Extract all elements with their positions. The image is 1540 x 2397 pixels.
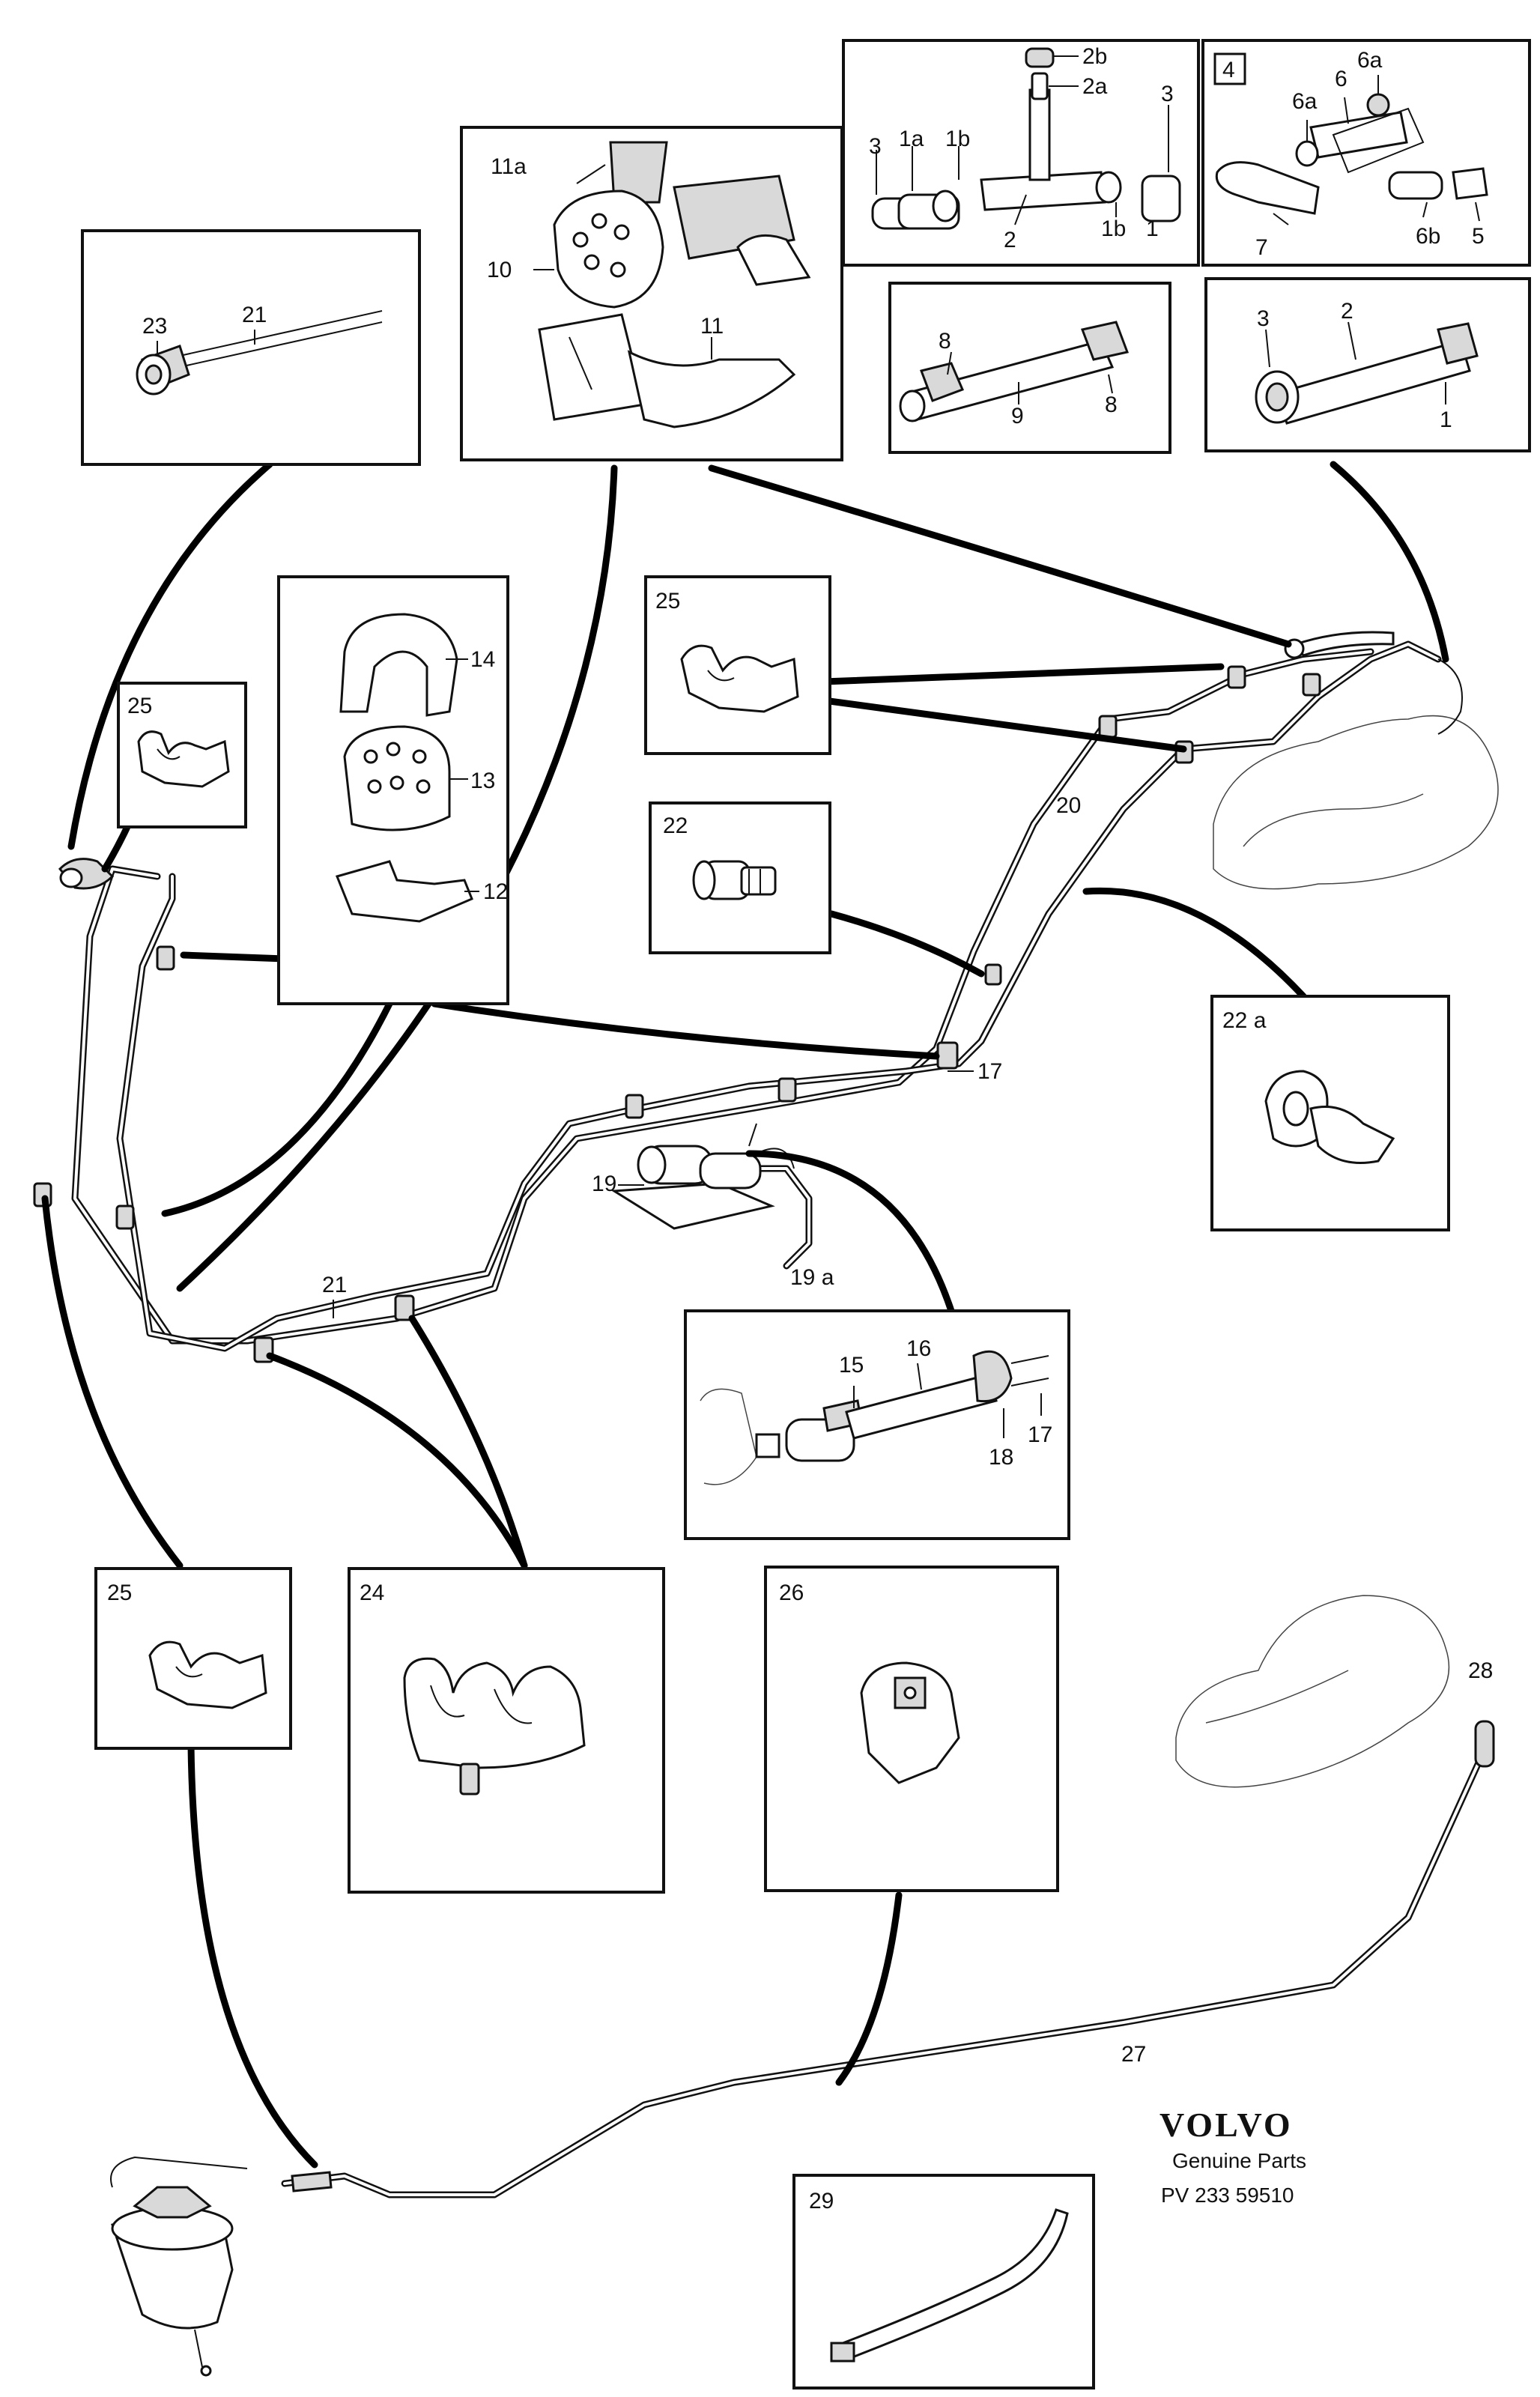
label-3-right: 3	[1161, 82, 1174, 106]
label-14: 14	[470, 647, 495, 672]
label-25-center: 25	[655, 589, 680, 613]
label-3-joint: 3	[1257, 306, 1270, 331]
label-3-left: 3	[869, 134, 882, 159]
label-6b: 6b	[1416, 224, 1440, 249]
label-2b: 2b	[1082, 44, 1107, 69]
label-26: 26	[779, 1581, 804, 1605]
label-11a: 11a	[491, 154, 527, 179]
detail-box-22: 22	[649, 801, 831, 954]
main-labels: 20 17 19 19 a 21 27 28	[322, 793, 1493, 2067]
detail-box-25-bottom: 25	[94, 1567, 292, 1750]
label-22a: 22 a	[1222, 1008, 1267, 1033]
label-1a: 1a	[899, 127, 924, 151]
detail-box-15-18: 15 16 18 17	[684, 1309, 1070, 1540]
label-22: 22	[663, 813, 688, 838]
label-8-right: 8	[1105, 393, 1118, 417]
label-1b-bottom: 1b	[1101, 216, 1126, 241]
detail-box-8-9: 8 9 8	[888, 282, 1171, 454]
brand-name: VOLVO	[1159, 2106, 1293, 2144]
detail-box-25-left: 25	[117, 682, 247, 828]
detail-box-29: 29	[792, 2174, 1095, 2390]
label-2: 2	[1004, 228, 1016, 252]
label-17-box: 17	[1028, 1422, 1052, 1447]
label-12: 12	[483, 879, 508, 904]
label-4: 4	[1222, 58, 1235, 82]
label-8-left: 8	[939, 329, 951, 354]
fuel-filter-assembly	[610, 1123, 795, 1230]
label-1: 1	[1146, 216, 1159, 241]
label-6a-left: 6a	[1292, 89, 1318, 114]
label-18: 18	[989, 1445, 1013, 1470]
label-24: 24	[360, 1581, 384, 1605]
label-15: 15	[839, 1353, 864, 1378]
label-25-left: 25	[127, 694, 152, 718]
detail-box-23-21: 23 21	[81, 229, 421, 466]
detail-box-1-2-3: 2b 2a 3 1a 1b 2 1b 1 3	[842, 39, 1200, 267]
detail-box-12-13-14: 14 13 12	[277, 575, 509, 1005]
label-16: 16	[906, 1336, 931, 1361]
detail-box-25-center: 25	[644, 575, 831, 755]
label-21: 21	[242, 303, 267, 327]
detail-box-22a: 22 a	[1210, 995, 1450, 1231]
label-6: 6	[1335, 67, 1348, 91]
label-29: 29	[809, 2189, 834, 2213]
detail-box-4-5-6-7: 4 6 6a 6a 7 6b 5	[1201, 39, 1531, 267]
line-clips	[33, 665, 1321, 1363]
brand-tagline: Genuine Parts	[1172, 2149, 1306, 2172]
label-25-bottom: 25	[107, 1581, 132, 1605]
label-5: 5	[1472, 224, 1485, 249]
label-20: 20	[1056, 793, 1081, 818]
detail-box-24: 24	[348, 1567, 665, 1894]
fuel-tank-outline	[1175, 1595, 1495, 1788]
label-9: 9	[1011, 404, 1024, 428]
label-1b-top: 1b	[945, 127, 970, 151]
engine-outline	[1213, 631, 1499, 890]
label-2a: 2a	[1082, 74, 1108, 99]
label-13: 13	[470, 769, 495, 793]
label-23: 23	[142, 314, 167, 339]
brand-block: VOLVO Genuine Parts PV 233 59510	[1159, 2106, 1306, 2207]
part-number: PV 233 59510	[1161, 2184, 1294, 2207]
label-28: 28	[1468, 1658, 1493, 1683]
label-10: 10	[487, 258, 512, 282]
label-6a-top: 6a	[1357, 48, 1383, 73]
label-11: 11	[700, 314, 724, 339]
label-19a: 19 a	[790, 1265, 834, 1290]
label-19: 19	[592, 1172, 616, 1196]
label-27: 27	[1121, 2042, 1146, 2067]
label-21-main: 21	[322, 1273, 347, 1297]
callout-arrows	[41, 461, 1449, 2169]
detail-box-joint-1-2-3: 3 2 1	[1204, 277, 1531, 452]
label-7: 7	[1255, 235, 1268, 260]
detail-box-10-11: 11a 10 11	[460, 126, 843, 461]
label-2-joint: 2	[1341, 299, 1353, 324]
label-1-joint: 1	[1440, 407, 1452, 432]
label-17: 17	[977, 1059, 1002, 1084]
detail-box-26: 26	[764, 1566, 1059, 1892]
tank-sender-unit	[110, 2156, 333, 2377]
